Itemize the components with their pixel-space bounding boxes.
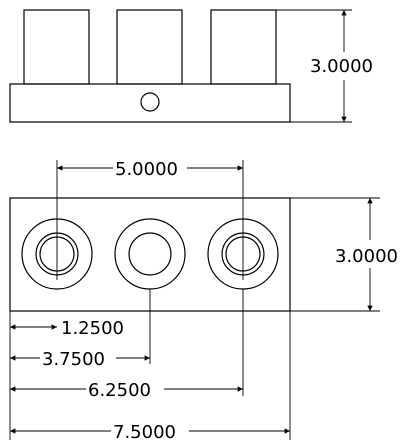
hole3-offset-label: 6.2500 [88, 380, 151, 401]
hole2-offset-label: 3.7500 [42, 349, 105, 370]
top-spacing-label: 5.0000 [115, 159, 178, 180]
front-post-3 [210, 9, 277, 85]
front-base [9, 83, 291, 123]
top-spacing-dimension: 5.0000 [56, 159, 244, 280]
hole1-offset-label: 1.2500 [61, 318, 124, 339]
top-height-label: 3.0000 [335, 246, 398, 267]
offset-dimensions: 1.2500 3.7500 6.2500 7.5000 [9, 289, 291, 443]
front-side-hole [140, 92, 160, 112]
overall-length-dimension: 7.5000 [10, 422, 290, 443]
hole3-offset-dimension: 6.2500 [10, 380, 243, 401]
front-view [9, 9, 291, 123]
hole2-offset-dimension: 3.7500 [10, 349, 150, 370]
hole1-offset-dimension: 1.2500 [10, 318, 124, 339]
top-hole-2 [114, 218, 186, 290]
front-post-1 [23, 9, 90, 85]
front-height-label: 3.0000 [310, 56, 373, 77]
front-height-dimension: 3.0000 [276, 9, 373, 123]
front-post-2 [116, 9, 183, 85]
overall-length-label: 7.5000 [113, 422, 176, 443]
top-height-dimension: 3.0000 [290, 197, 398, 312]
